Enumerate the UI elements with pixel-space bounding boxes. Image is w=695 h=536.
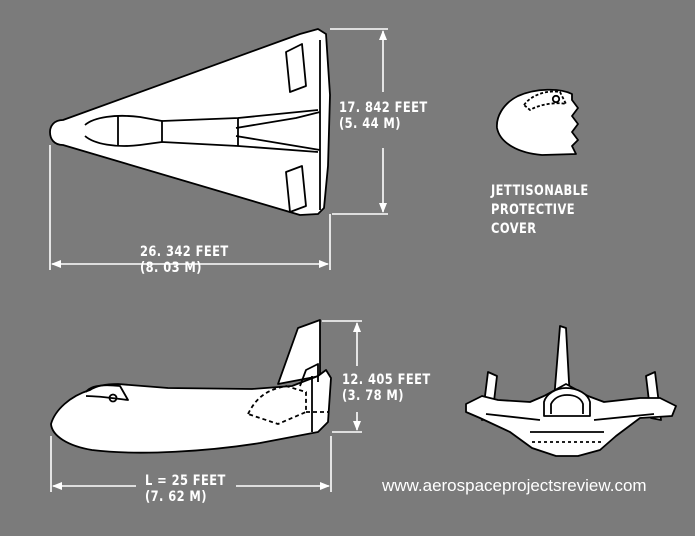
watermark: www.aerospaceprojectsreview.com bbox=[382, 476, 647, 495]
span-feet: 17. 842 FEET bbox=[339, 100, 428, 116]
top-view-inner-fin-left bbox=[235, 111, 321, 129]
top-length-meters: (8. 03 M) bbox=[140, 260, 202, 276]
cover-label-line1: JETTISONABLE bbox=[491, 183, 589, 199]
side-length-label: L = 25 FEET (7. 62 M) bbox=[145, 473, 226, 505]
top-view bbox=[49, 28, 331, 216]
length-arrow-right bbox=[319, 260, 329, 268]
cover-label: JETTISONABLE PROTECTIVE COVER bbox=[491, 182, 589, 239]
front-view-strakes bbox=[485, 413, 655, 433]
cover-outline bbox=[496, 88, 579, 156]
side-view-rudder bbox=[299, 363, 319, 387]
top-view-canopy bbox=[84, 114, 163, 147]
side-view-fin-root-hidden bbox=[247, 385, 307, 425]
front-view-body bbox=[465, 383, 677, 457]
height-meters: (3. 78 M) bbox=[342, 388, 404, 404]
side-view-window bbox=[108, 393, 118, 403]
side-view bbox=[50, 319, 332, 454]
span-meters: (5. 44 M) bbox=[339, 116, 401, 132]
cover-label-line2: PROTECTIVE bbox=[491, 202, 576, 218]
front-view-canopy bbox=[543, 387, 591, 417]
top-length-label: 26. 342 FEET (8. 03 M) bbox=[140, 244, 229, 276]
top-view-fin-lower bbox=[285, 165, 307, 213]
side-length-meters: (7. 62 M) bbox=[145, 489, 207, 505]
height-arrow-top bbox=[353, 322, 361, 332]
cover-latch bbox=[551, 94, 561, 104]
span-arrow-top bbox=[379, 30, 387, 40]
height-arrow-bottom bbox=[353, 421, 361, 431]
span-label: 17. 842 FEET (5. 44 M) bbox=[339, 100, 428, 132]
side-view-body bbox=[50, 369, 332, 454]
side-view-dimensions bbox=[50, 320, 362, 492]
top-view-fin-upper bbox=[285, 43, 307, 93]
side-length-feet: L = 25 FEET bbox=[145, 473, 226, 489]
top-length-feet: 26. 342 FEET bbox=[140, 244, 229, 260]
front-view-canopy-inner bbox=[550, 394, 584, 414]
top-view-outline bbox=[49, 28, 331, 216]
protective-cover bbox=[496, 88, 579, 156]
length-arrow-left bbox=[51, 260, 61, 268]
height-feet: 12. 405 FEET bbox=[342, 372, 431, 388]
side-length-arrow-right bbox=[320, 482, 330, 490]
span-arrow-bottom bbox=[379, 203, 387, 213]
cover-label-line3: COVER bbox=[491, 221, 537, 237]
front-view bbox=[465, 325, 677, 457]
side-view-fin bbox=[277, 319, 321, 385]
side-length-arrow-left bbox=[52, 482, 62, 490]
top-view-dimensions bbox=[49, 28, 388, 270]
side-view-canopy bbox=[85, 384, 129, 401]
top-view-inner-fin-right bbox=[235, 135, 321, 151]
cover-window bbox=[523, 90, 567, 111]
height-label: 12. 405 FEET (3. 78 M) bbox=[342, 372, 431, 404]
